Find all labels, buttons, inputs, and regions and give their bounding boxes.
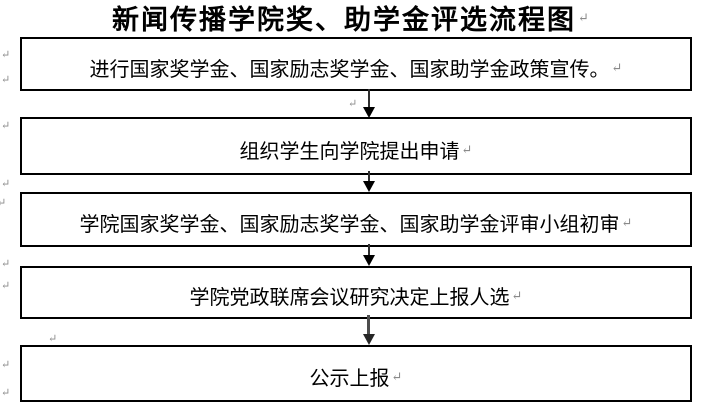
flow-arrow-down-icon-3	[362, 244, 375, 266]
arrow-head	[362, 255, 375, 266]
flow-step-2: 组织学生向学院提出申请↵	[20, 117, 692, 175]
flow-step-3: 学院国家奖学金、国家励志奖学金、国家助学金评审小组初审↵	[20, 192, 692, 247]
paragraph-mark-icon: ↵	[1, 49, 11, 61]
flow-arrow-down-icon-1	[362, 89, 375, 118]
paragraph-mark-icon: ↵	[1, 258, 11, 270]
paragraph-mark-icon: ↵	[1, 387, 11, 399]
paragraph-mark-icon: ↵	[1, 120, 11, 132]
paragraph-mark-icon: ↵	[0, 197, 7, 209]
paragraph-mark-icon: ↵	[1, 359, 11, 371]
paragraph-mark-icon: ↵	[511, 288, 523, 303]
page-title-text: 新闻传播学院奖、助学金评选流程图	[112, 4, 577, 35]
paragraph-mark-icon: ↵	[611, 59, 623, 75]
paragraph-mark-icon: ↵	[348, 98, 358, 110]
paragraph-mark-icon: ↵	[48, 333, 58, 345]
arrow-shaft	[367, 244, 370, 255]
paragraph-mark-icon: ↵	[621, 215, 633, 230]
arrow-shaft	[367, 171, 370, 181]
arrow-shaft	[367, 89, 370, 107]
flow-step-3-label: 学院国家奖学金、国家励志奖学金、国家助学金评审小组初审	[79, 214, 620, 236]
paragraph-mark-icon: ↵	[391, 369, 403, 384]
arrow-head	[362, 181, 375, 192]
paragraph-mark-icon: ↵	[1, 178, 11, 190]
paragraph-mark-icon: ↵	[578, 9, 589, 25]
paragraph-mark-icon: ↵	[461, 141, 473, 157]
flow-arrow-down-icon-4	[362, 315, 375, 345]
flow-arrow-down-icon-2	[362, 171, 375, 192]
flow-step-5: 公示上报↵	[20, 345, 692, 402]
flow-step-4: 学院党政联席会议研究决定上报人选↵	[20, 266, 692, 319]
flow-step-1: 进行国家奖学金、国家励志奖学金、国家助学金政策宣传。↵	[20, 37, 692, 91]
page-title: 新闻传播学院奖、助学金评选流程图↵	[0, 0, 701, 35]
flow-step-1-label: 进行国家奖学金、国家励志奖学金、国家助学金政策宣传。	[89, 58, 610, 81]
flow-step-4-label: 学院党政联席会议研究决定上报人选	[189, 287, 510, 309]
flow-step-5-label: 公示上报	[309, 368, 390, 390]
arrow-head	[362, 107, 375, 118]
paragraph-mark-icon: ↵	[1, 280, 11, 292]
arrow-shaft	[367, 315, 370, 334]
arrow-head	[362, 334, 375, 345]
paragraph-mark-icon: ↵	[1, 74, 11, 86]
flow-step-2-label: 组织学生向学院提出申请	[239, 140, 460, 163]
